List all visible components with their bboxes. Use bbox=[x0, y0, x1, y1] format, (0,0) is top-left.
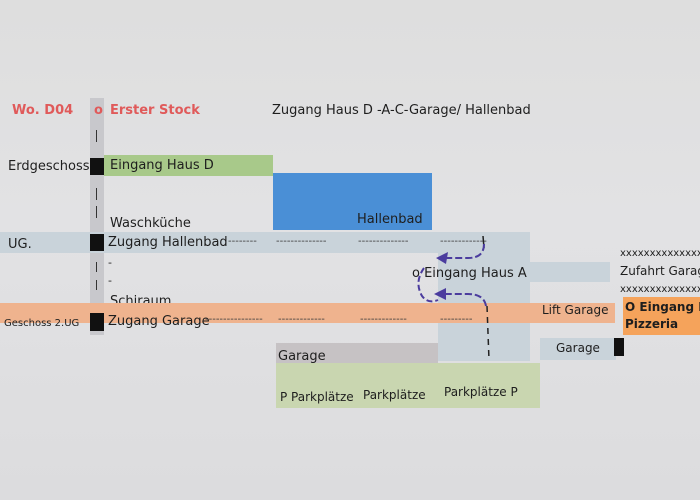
pizzeria-entrance-label: O Eingang Ha bbox=[625, 300, 700, 314]
pizzeria-band bbox=[623, 297, 700, 335]
arrow-up-head bbox=[436, 252, 448, 264]
pool-access-label: Zugang Hallenbad bbox=[108, 235, 228, 250]
level-ug2-label: Geschoss 2.UG bbox=[4, 318, 80, 329]
entrance-d-label: Eingang Haus D bbox=[110, 158, 214, 173]
pool-path-dashes: ------------- bbox=[440, 236, 487, 247]
diagram-title: Zugang Haus D -A-C-Garage/ Hallenbad bbox=[272, 103, 531, 118]
floor-label: Erster Stock bbox=[110, 103, 200, 118]
access-garage-label: Zufahrt Garag bbox=[620, 264, 700, 278]
garage-marker bbox=[614, 338, 624, 356]
access-garage-band bbox=[530, 262, 610, 282]
arrow-down-curve bbox=[444, 293, 487, 307]
arrow-up-curve bbox=[444, 243, 485, 259]
garage-band bbox=[276, 343, 438, 363]
dash-mark: - bbox=[108, 274, 112, 287]
laundry-label: Waschküche bbox=[110, 216, 191, 231]
xline-1: xxxxxxxxxxxxxx bbox=[620, 248, 700, 259]
entrance-d-band bbox=[104, 155, 273, 176]
pool-path-dashes: -------------- bbox=[276, 236, 327, 247]
lift-garage-label: Lift Garage bbox=[542, 303, 609, 317]
dash-mark: - bbox=[108, 256, 112, 269]
garage-right-label: Garage bbox=[556, 341, 600, 355]
arrow-down-head bbox=[434, 288, 446, 300]
tick-mark bbox=[96, 130, 97, 142]
tick-mark bbox=[96, 280, 97, 290]
arrow-loop-left bbox=[417, 267, 439, 303]
pool-label: Hallenbad bbox=[357, 212, 423, 227]
entrance-a-label: o Eingang Haus A bbox=[412, 266, 527, 281]
garage-right-band bbox=[540, 338, 616, 360]
level-ground-label: Erdgeschoss bbox=[8, 159, 90, 174]
pool-path-dashes: -------------- bbox=[358, 236, 409, 247]
xline-2: xxxxxxxxxxxxxx bbox=[620, 284, 700, 295]
tick-mark bbox=[96, 262, 97, 272]
vertical-stairwell bbox=[90, 98, 104, 335]
parking-band bbox=[276, 363, 540, 408]
garage-path-dashes: ------------- bbox=[278, 314, 325, 325]
pool-path-dashes: -------- bbox=[228, 236, 257, 247]
ug-band bbox=[0, 232, 530, 253]
level-marker-ground bbox=[90, 158, 104, 175]
tick-mark bbox=[96, 188, 97, 200]
garage-path-dashes: ---------------- bbox=[205, 314, 263, 325]
pool-block bbox=[273, 173, 432, 230]
level-marker-ug2 bbox=[90, 313, 104, 331]
dashed-connector bbox=[486, 305, 490, 361]
parking-label-1: P Parkplätze bbox=[280, 390, 354, 404]
garage-path-dashes: --------- bbox=[440, 314, 473, 325]
ug2-band bbox=[0, 303, 615, 323]
floor-marker-circle: o bbox=[94, 103, 103, 118]
garage-left-label: Garage bbox=[278, 349, 326, 364]
parking-label-3: Parkplätze P bbox=[444, 385, 518, 399]
parking-label-2: Parkplätze bbox=[363, 388, 426, 402]
pizzeria-label: Pizzeria bbox=[625, 317, 679, 331]
level-ug-label: UG. bbox=[8, 237, 32, 252]
level-marker-ug bbox=[90, 234, 104, 251]
tick-mark bbox=[96, 206, 97, 218]
garage-path-dashes: ------------- bbox=[360, 314, 407, 325]
apartment-label: Wo. D04 bbox=[12, 103, 74, 118]
garage-access-label: Zugang Garage bbox=[108, 314, 210, 329]
